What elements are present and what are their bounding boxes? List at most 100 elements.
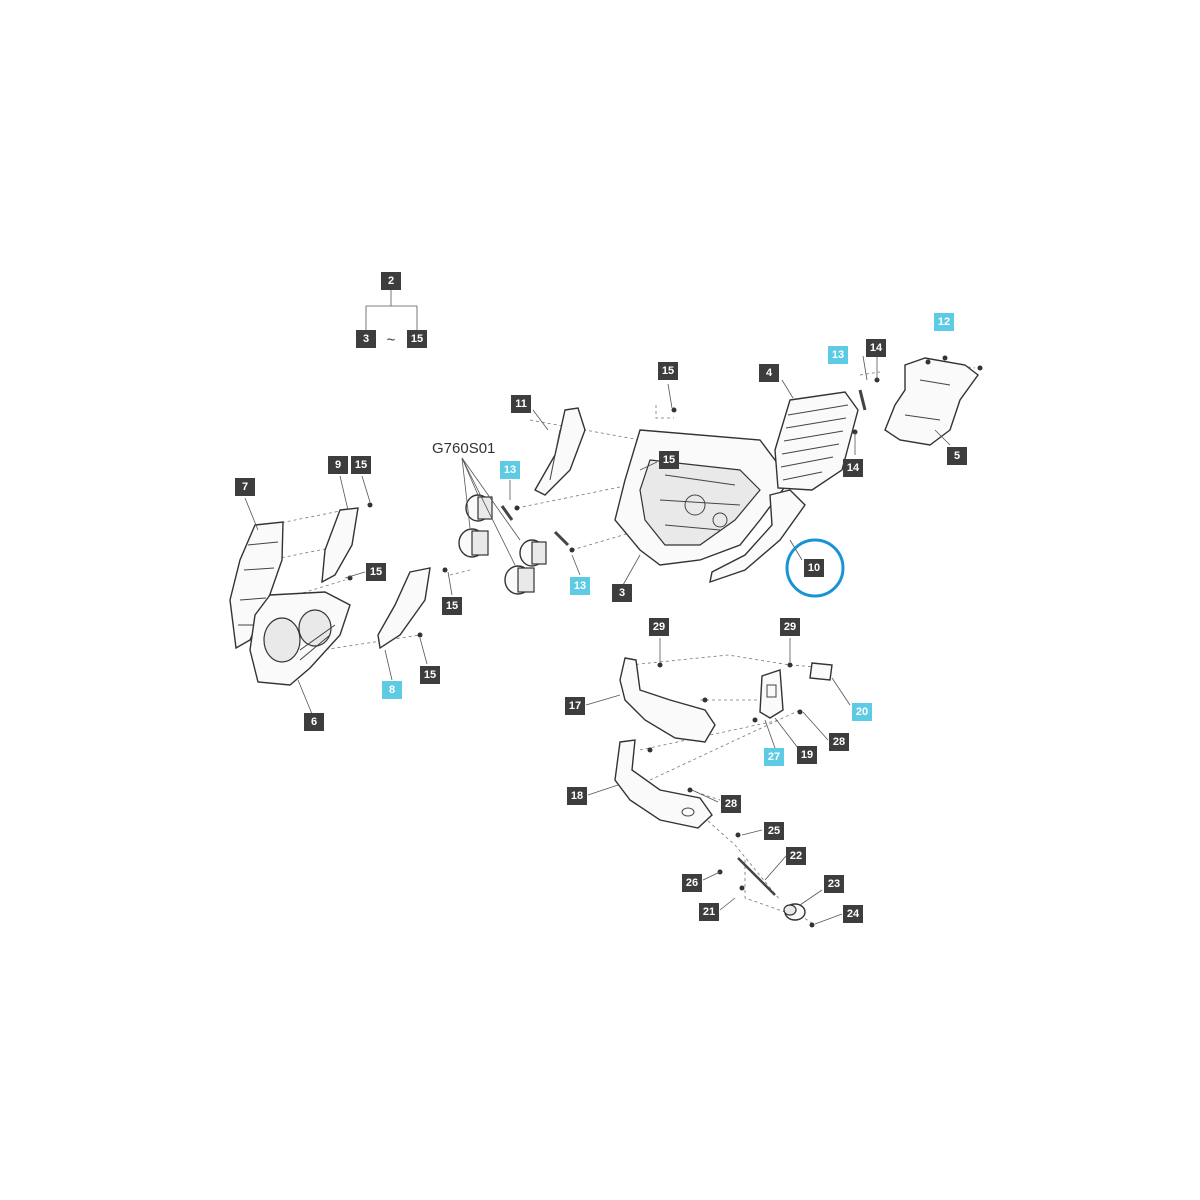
outer-shell-part-7 <box>229 521 284 650</box>
callout-12: 12 <box>934 313 954 331</box>
side-panel-part-8 <box>377 567 431 650</box>
leader-lines <box>244 350 951 925</box>
svg-text:3: 3 <box>619 587 625 599</box>
callout-3: 3 <box>356 330 376 348</box>
fastener-dots <box>347 355 983 928</box>
callout-27: 27 <box>764 748 784 766</box>
callout-17: 17 <box>565 697 585 715</box>
svg-text:15: 15 <box>411 333 423 345</box>
inner-panel-part-5 <box>884 357 979 446</box>
svg-text:19: 19 <box>801 749 813 761</box>
callout-9: 9 <box>328 456 348 474</box>
svg-text:14: 14 <box>847 462 860 474</box>
svg-text:7: 7 <box>242 481 248 493</box>
svg-text:27: 27 <box>768 751 780 763</box>
callout-labels: 2 3 15 11 15 4 13 14 12 5 14 15 13 9 15 … <box>235 272 967 923</box>
callout-15: 15 <box>351 456 371 474</box>
bumper-part-18 <box>614 739 713 829</box>
svg-text:4: 4 <box>766 367 773 379</box>
headlight-unit-upper <box>458 494 493 558</box>
svg-text:15: 15 <box>662 365 674 377</box>
svg-text:14: 14 <box>870 342 883 354</box>
callout-15: 15 <box>658 362 678 380</box>
side-support-part-11 <box>534 407 586 496</box>
lower-cover-part-17 <box>619 657 716 743</box>
svg-text:13: 13 <box>832 349 844 361</box>
headlamp-housing-part-6 <box>249 591 351 686</box>
range-separator: ~ <box>387 332 396 349</box>
svg-text:12: 12 <box>938 316 950 328</box>
svg-text:9: 9 <box>335 459 341 471</box>
callout-4: 4 <box>759 364 779 382</box>
callout-20: 20 <box>852 703 872 721</box>
callout-6: 6 <box>304 713 324 731</box>
svg-text:21: 21 <box>703 906 715 918</box>
svg-text:17: 17 <box>569 700 581 712</box>
callout-13: 13 <box>500 461 520 479</box>
svg-text:15: 15 <box>355 459 367 471</box>
callout-2: 2 <box>381 272 401 290</box>
front-frame-part-3 <box>614 429 791 566</box>
svg-text:15: 15 <box>370 566 382 578</box>
reference-code-label: G760S01 <box>432 440 495 457</box>
callout-7: 7 <box>235 478 255 496</box>
svg-text:15: 15 <box>424 669 436 681</box>
svg-text:10: 10 <box>808 562 820 574</box>
callout-29: 29 <box>649 618 669 636</box>
svg-text:20: 20 <box>856 706 868 718</box>
assembly-range-bracket: ~ <box>365 288 418 349</box>
clip-part-20 <box>809 662 833 681</box>
headlight-bulbs <box>458 457 547 595</box>
callout-13: 13 <box>828 346 848 364</box>
svg-text:28: 28 <box>833 736 845 748</box>
trim-strip-part-10 <box>709 489 806 584</box>
callout-25: 25 <box>764 822 784 840</box>
callout-23: 23 <box>824 875 844 893</box>
callout-22: 22 <box>786 847 806 865</box>
svg-text:6: 6 <box>311 716 317 728</box>
callout-3: 3 <box>612 584 632 602</box>
headlight-unit-lower <box>504 539 547 595</box>
svg-text:13: 13 <box>574 580 586 592</box>
callout-11: 11 <box>511 395 531 413</box>
svg-text:15: 15 <box>663 454 675 466</box>
callout-15: 15 <box>366 563 386 581</box>
svg-text:5: 5 <box>954 450 960 462</box>
svg-text:29: 29 <box>784 621 796 633</box>
svg-text:25: 25 <box>768 825 780 837</box>
svg-text:23: 23 <box>828 878 840 890</box>
bracket-part-19 <box>759 669 784 719</box>
svg-text:29: 29 <box>653 621 665 633</box>
callout-24: 24 <box>843 905 863 923</box>
highlight-circle-part-10 <box>785 538 845 598</box>
callout-26: 26 <box>682 874 702 892</box>
svg-text:18: 18 <box>571 790 583 802</box>
callout-19: 19 <box>797 746 817 764</box>
svg-text:2: 2 <box>388 275 394 287</box>
callout-28: 28 <box>829 733 849 751</box>
callout-8: 8 <box>382 681 402 699</box>
callout-15: 15 <box>442 597 462 615</box>
callout-15: 15 <box>407 330 427 348</box>
callout-18: 18 <box>567 787 587 805</box>
callout-15: 15 <box>659 451 679 469</box>
callout-14: 14 <box>866 339 886 357</box>
svg-text:13: 13 <box>504 464 516 476</box>
callout-14: 14 <box>843 459 863 477</box>
callout-28: 28 <box>721 795 741 813</box>
callout-29: 29 <box>780 618 800 636</box>
callout-21: 21 <box>699 903 719 921</box>
svg-text:15: 15 <box>446 600 458 612</box>
callout-13: 13 <box>570 577 590 595</box>
svg-text:24: 24 <box>847 908 860 920</box>
callout-10: 10 <box>804 559 824 577</box>
small-panel-part-9 <box>321 507 359 584</box>
svg-text:28: 28 <box>725 798 737 810</box>
svg-text:8: 8 <box>389 684 395 696</box>
rod-assembly-parts-21-24 <box>737 857 806 921</box>
grille-part-4 <box>774 391 859 491</box>
callout-15: 15 <box>420 666 440 684</box>
svg-text:22: 22 <box>790 850 802 862</box>
callout-5: 5 <box>947 447 967 465</box>
